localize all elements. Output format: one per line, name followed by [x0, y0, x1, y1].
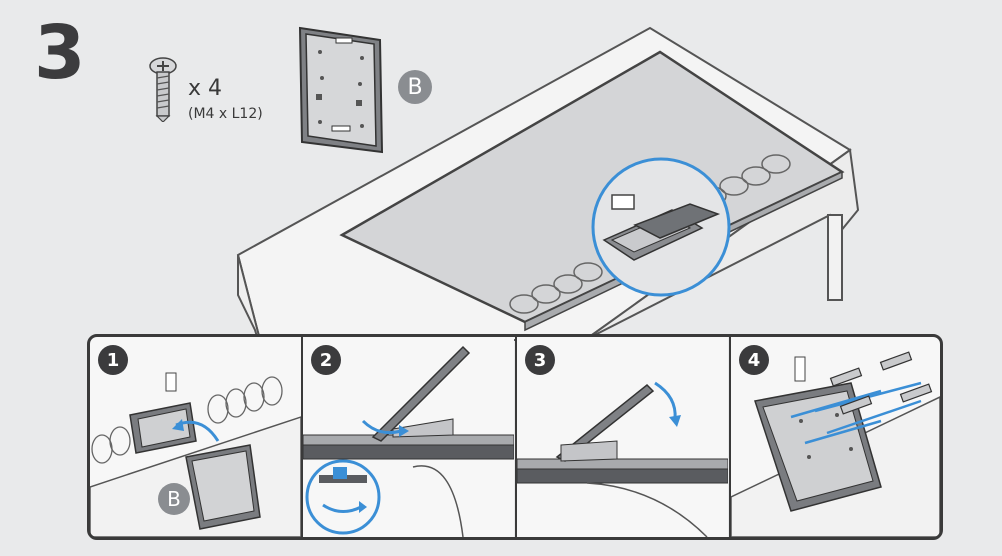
bracket-detail: [602, 194, 721, 261]
screw-quantity: x 4: [188, 76, 223, 101]
screw-icon: [149, 57, 177, 122]
panel-divider: [729, 337, 731, 537]
panel-step-3: 3: [517, 337, 728, 537]
step-number: 3: [34, 10, 85, 96]
panel-divider: [301, 337, 303, 537]
panel-step-1: 1 B: [90, 337, 301, 537]
cushions: [509, 154, 791, 314]
table-leg: [827, 214, 843, 301]
bracket-label: B: [398, 70, 432, 104]
panel-divider: [515, 337, 517, 537]
panel-number-4: 4: [739, 345, 769, 375]
bracket-b-icon: [298, 26, 384, 154]
panel-step-2: 2: [303, 337, 514, 537]
panel-4-screws: [829, 351, 933, 415]
panel-4-illustration: [731, 351, 940, 537]
panel-2-illustration: [303, 345, 514, 537]
panel-1-illustration: [90, 372, 301, 537]
screw-spec: (M4 x L12): [188, 106, 263, 122]
panel-step-4: 4: [731, 337, 940, 537]
panel-number-1: 1: [98, 345, 128, 375]
panel-number-3: 3: [525, 345, 555, 375]
panel-number-2: 2: [311, 345, 341, 375]
panel-1-bracket-label: B: [158, 483, 190, 515]
panel-3-illustration: [517, 381, 728, 537]
